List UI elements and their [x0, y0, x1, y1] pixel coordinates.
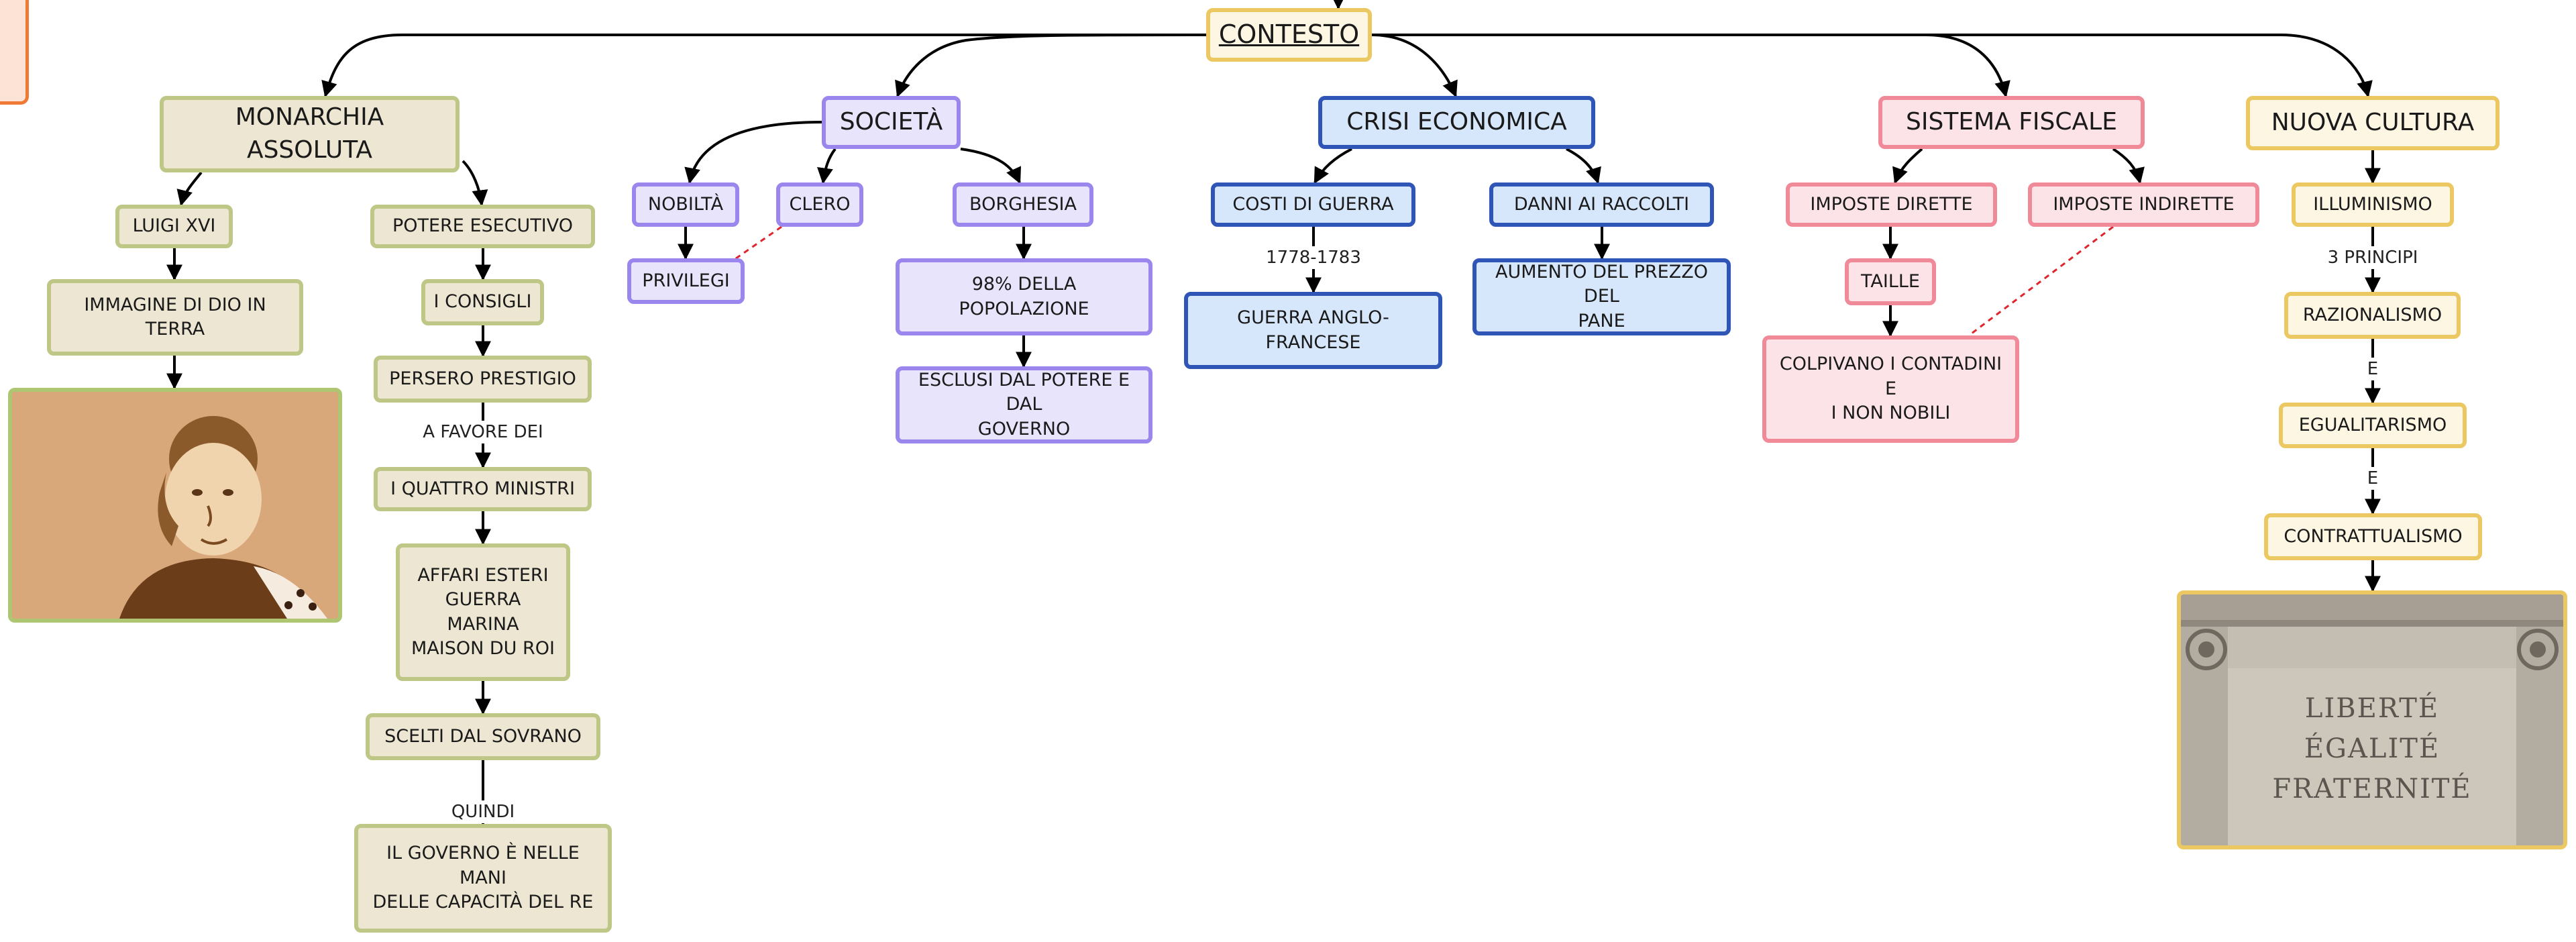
potere-node[interactable]: POTERE ESECUTIVO	[370, 205, 595, 248]
governo-node[interactable]: IL GOVERNO È NELLE MANI DELLE CAPACITÀ D…	[354, 824, 612, 933]
fiscale-node[interactable]: SISTEMA FISCALE	[1878, 96, 2145, 149]
cultura-node[interactable]: NUOVA CULTURA	[2246, 96, 2500, 150]
borghesia-node[interactable]: BORGHESIA	[953, 182, 1093, 227]
guerra-node[interactable]: GUERRA ANGLO-FRANCESE	[1184, 292, 1442, 369]
side-tab[interactable]	[0, 0, 29, 105]
illuminismo-node[interactable]: ILLUMINISMO	[2292, 182, 2454, 227]
ministri-node[interactable]: I QUATTRO MINISTRI	[374, 467, 592, 511]
dashed-link-clero-privilegi	[731, 225, 782, 263]
link-crisi-danni	[1566, 148, 1601, 185]
link-fiscale-dirette	[1892, 148, 1923, 185]
dashed-link-indirette-colpivano	[1968, 225, 2114, 337]
link-monarchia-potere	[462, 160, 488, 207]
costi-node[interactable]: COSTI DI GUERRA	[1211, 182, 1415, 227]
motto-text: LIBERTÉ ÉGALITÉ FRATERNITÉ	[2181, 688, 2563, 809]
taille-node[interactable]: TAILLE	[1845, 258, 1936, 305]
luigi-node[interactable]: LUIGI XVI	[115, 205, 233, 248]
privilegi-node[interactable]: PRIVILEGI	[627, 258, 745, 304]
link-root-societa	[895, 34, 1207, 98]
link-root-cultura	[1372, 33, 2373, 98]
link-societa-nobilta	[684, 121, 822, 185]
colpivano-node[interactable]: COLPIVANO I CONTADINI E I NON NOBILI	[1762, 335, 2019, 443]
consigli-node[interactable]: I CONSIGLI	[421, 279, 544, 325]
clero-node[interactable]: CLERO	[776, 182, 863, 227]
label-e-1: E	[2361, 358, 2384, 380]
immagine-node[interactable]: IMMAGINE DI DIO IN TERRA	[47, 279, 303, 356]
motto-fraternite: FRATERNITÉ	[2272, 774, 2472, 804]
label-1778-1783: 1778-1783	[1260, 246, 1366, 269]
egualitarismo-node[interactable]: EGUALITARISMO	[2279, 403, 2467, 448]
label-quindi: QUINDI	[445, 800, 521, 823]
danni-node[interactable]: DANNI AI RACCOLTI	[1489, 182, 1714, 227]
crisi-node[interactable]: CRISI ECONOMICA	[1318, 96, 1595, 149]
label-3-principi: 3 PRINCIPI	[2322, 246, 2424, 269]
label-a-favore-dei: A FAVORE DEI	[417, 421, 549, 443]
link-fiscale-indirette	[2112, 148, 2145, 185]
persero-node[interactable]: PERSERO PRESTIGIO	[374, 356, 592, 403]
monarchia-node[interactable]: MONARCHIA ASSOLUTA	[160, 96, 460, 172]
motto-liberte: LIBERTÉ	[2304, 693, 2440, 724]
motto-egalite: ÉGALITÉ	[2304, 733, 2440, 764]
portrait-image	[8, 388, 342, 623]
link-root-monarchia	[321, 33, 1206, 98]
affari-node[interactable]: AFFARI ESTERI GUERRA MARINA MAISON DU RO…	[396, 543, 570, 681]
scelti-node[interactable]: SCELTI DAL SOVRANO	[366, 713, 600, 760]
nobilta-node[interactable]: NOBILTÀ	[632, 182, 739, 227]
facade-icon	[2181, 594, 2563, 845]
portrait-icon	[12, 392, 338, 619]
contrattualismo-node[interactable]: CONTRATTUALISMO	[2264, 513, 2482, 560]
motto-image: LIBERTÉ ÉGALITÉ FRATERNITÉ	[2177, 590, 2567, 849]
societa-node[interactable]: SOCIETÀ	[822, 96, 961, 149]
esclusi-node[interactable]: ESCLUSI DAL POTERE E DAL GOVERNO	[896, 366, 1152, 443]
root-node[interactable]: CONTESTO	[1206, 8, 1372, 62]
link-monarchia-luigi	[176, 171, 203, 207]
label-e-2: E	[2361, 467, 2384, 490]
link-societa-borghesia	[960, 148, 1021, 185]
popolazione-node[interactable]: 98% DELLA POPOLAZIONE	[896, 258, 1152, 335]
aumento-node[interactable]: AUMENTO DEL PREZZO DEL PANE	[1472, 258, 1731, 335]
indirette-node[interactable]: IMPOSTE INDIRETTE	[2028, 182, 2259, 227]
link-crisi-costi	[1313, 148, 1352, 185]
link-root-crisi	[1371, 34, 1458, 98]
link-root-fiscale	[1372, 33, 2010, 98]
dirette-node[interactable]: IMPOSTE DIRETTE	[1786, 182, 1997, 227]
razionalismo-node[interactable]: RAZIONALISMO	[2284, 292, 2461, 339]
link-societa-clero	[817, 148, 837, 185]
